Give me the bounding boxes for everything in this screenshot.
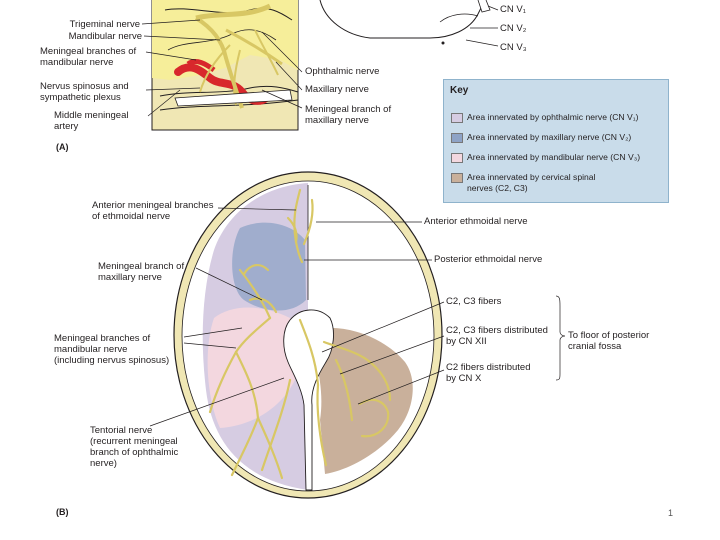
maxillary-nerve-branch (225, 28, 283, 66)
label-meningeal-maxillary-a: Meningeal branch of maxillary nerve (305, 104, 392, 126)
label-c2-c3-cn-xii: C2, C3 fibers distributed by CN XII (446, 325, 548, 347)
skull-outline (319, 0, 486, 39)
label-meningeal-mandibular-b: Meningeal branches of mandibular nerve (… (54, 333, 170, 366)
bone-surface (152, 0, 298, 80)
key-title: Key (450, 85, 469, 96)
label-posterior-ethmoidal-nerve: Posterior ethmoidal nerve (434, 254, 543, 265)
cn-v2-label: CN V₂ (500, 23, 527, 34)
label-maxillary-nerve: Maxillary nerve (305, 84, 369, 95)
label-nervus-spinosus: Nervus spinosus and sympathetic plexus (40, 81, 129, 103)
mandibular-nerve (194, 16, 244, 109)
key-swatch-cervical (451, 173, 463, 183)
label-meningeal-mandibular-a: Meningeal branches of mandibular nerve (40, 46, 137, 68)
cn-v1-label: CN V₁ (500, 4, 526, 15)
key-box: Key Area innervated by ophthalmic nerve … (443, 79, 669, 203)
label-c2-c3-fibers: C2, C3 fibers (446, 296, 502, 307)
region-v2 (232, 222, 306, 311)
key-swatch-maxillary (451, 133, 463, 143)
panel-label-b: (B) (56, 507, 69, 517)
page-number: 1 (668, 508, 674, 518)
label-c2-cn-x: C2 fibers distributed by CN X (446, 362, 531, 384)
key-swatch-mandibular (451, 153, 463, 163)
label-mandibular-nerve: Mandibular nerve (68, 31, 142, 42)
cn-v3-label: CN V₃ (500, 42, 527, 53)
panel-label-a: (A) (56, 142, 69, 152)
label-middle-meningeal-artery: Middle meningeal artery (54, 110, 129, 132)
label-floor-posterior-fossa: To floor of posterior cranial fossa (568, 330, 650, 352)
pointer-lines-b (149, 207, 566, 427)
label-tentorial-nerve: Tentorial nerve (recurrent meningeal bra… (90, 425, 179, 469)
panel-b-drawing (141, 19, 566, 499)
label-anterior-meningeal-branches: Anterior meningeal branches of ethmoidal… (92, 200, 214, 222)
key-swatch-ophthalmic (451, 113, 463, 123)
label-trigeminal-nerve: Trigeminal nerve (69, 19, 140, 30)
panel-a-drawing (151, 0, 499, 131)
pointer-lines-a (141, 19, 303, 117)
label-ophthalmic-nerve: Ophthalmic nerve (305, 66, 380, 77)
foramen-magnum (283, 309, 334, 491)
label-meningeal-maxillary-b: Meningeal branch of maxillary nerve (98, 261, 185, 283)
trigeminal-nerve (195, 3, 272, 21)
meningeal-nerves (208, 188, 392, 480)
label-anterior-ethmoidal-nerve: Anterior ethmoidal nerve (424, 216, 528, 227)
